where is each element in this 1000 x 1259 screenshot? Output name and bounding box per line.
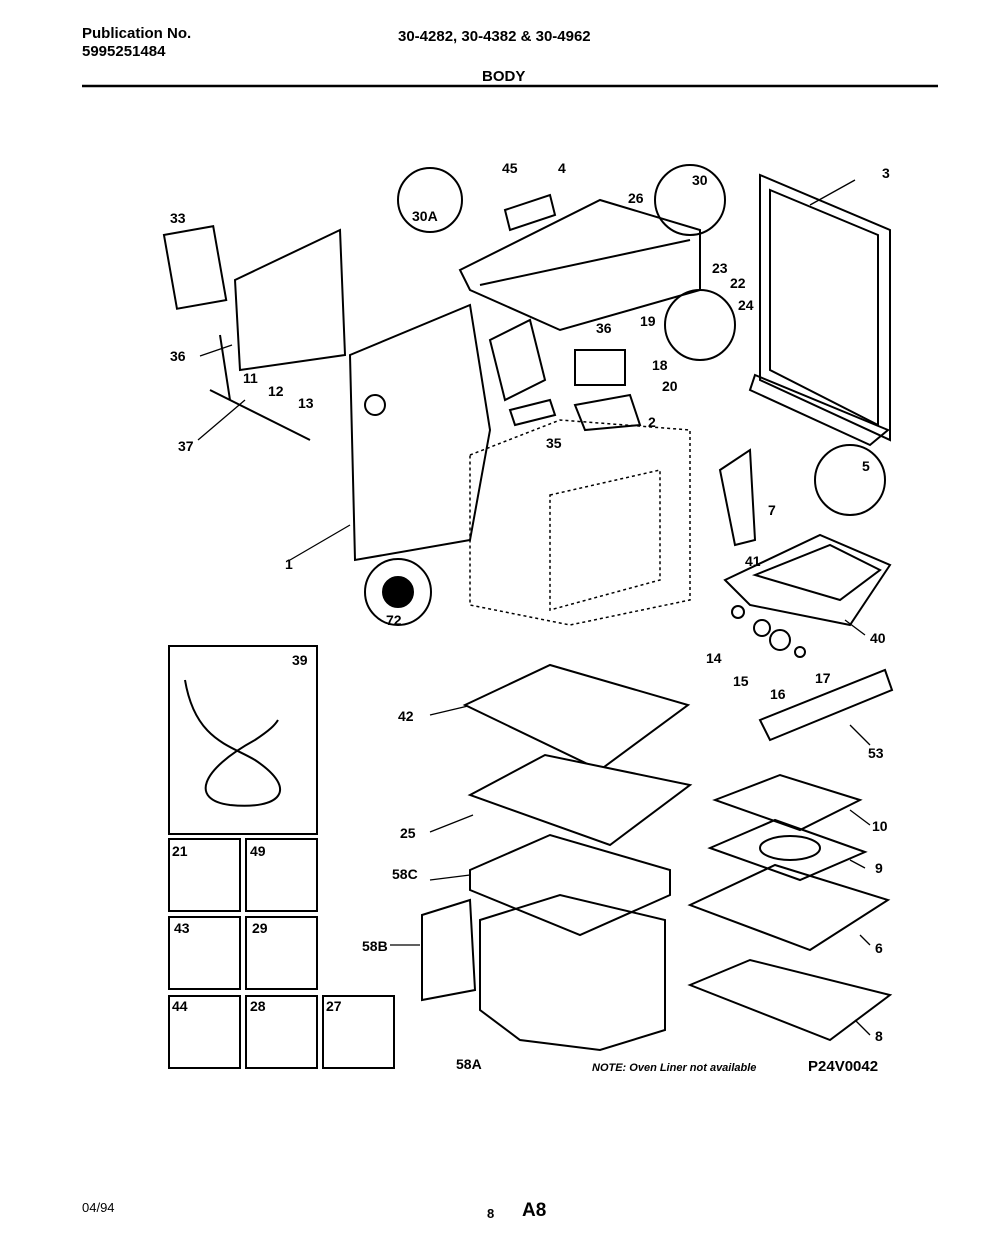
- callout-6: 6: [875, 940, 883, 956]
- footer-page: 8: [487, 1206, 495, 1221]
- callout-1: 1: [285, 556, 293, 572]
- trim-53: [758, 668, 894, 742]
- callout-37: 37: [178, 438, 194, 454]
- power-cord-drawing: [184, 679, 281, 807]
- callout-4: 4: [558, 160, 566, 176]
- callout-58b: 58B: [362, 938, 388, 954]
- callout-29: 29: [252, 920, 268, 936]
- callout-30: 30: [692, 172, 708, 188]
- back-panel: [233, 228, 347, 372]
- callout-9: 9: [875, 860, 883, 876]
- callout-35: 35: [546, 435, 562, 451]
- insulation-58b: [421, 898, 477, 1002]
- broiler-tray-9: [707, 818, 868, 882]
- callout-26: 26: [628, 190, 644, 206]
- inset-box-29: [245, 916, 318, 990]
- detail-circle-23-24: [664, 289, 736, 361]
- callout-19: 19: [640, 313, 656, 329]
- footer-ref: A8: [522, 1200, 547, 1221]
- frame-3: [759, 173, 891, 442]
- inset-box-44: [168, 995, 241, 1069]
- detail-circle-30: [654, 164, 726, 236]
- insulation-58a: [479, 893, 666, 1052]
- broiler-40: [723, 533, 892, 627]
- callout-7: 7: [768, 502, 776, 518]
- control-bracket-38: [488, 318, 547, 402]
- bracket-33: [162, 225, 228, 310]
- callout-36-upper: 36: [596, 320, 612, 336]
- broiler-pan-10: [712, 773, 863, 832]
- callout-24: 24: [738, 297, 754, 313]
- callout-28: 28: [250, 998, 266, 1014]
- callout-2: 2: [648, 414, 656, 430]
- callout-20: 20: [662, 378, 678, 394]
- callout-53: 53: [868, 745, 884, 761]
- callout-22: 22: [730, 275, 746, 291]
- callout-43: 43: [174, 920, 190, 936]
- side-panel-1: [348, 303, 492, 562]
- callout-33: 33: [170, 210, 186, 226]
- inset-box-27: [322, 995, 395, 1069]
- callout-23: 23: [712, 260, 728, 276]
- callout-49: 49: [250, 843, 266, 859]
- callout-15: 15: [733, 673, 749, 689]
- bracket-45: [503, 193, 557, 232]
- callout-13: 13: [298, 395, 314, 411]
- callout-27: 27: [326, 998, 342, 1014]
- callout-14: 14: [706, 650, 722, 666]
- inset-box-21: [168, 838, 241, 912]
- callout-12: 12: [268, 383, 284, 399]
- callout-11: 11: [243, 370, 258, 386]
- figure-code: P24V0042: [808, 1058, 879, 1075]
- oven-rack-6: [687, 863, 891, 952]
- callout-18: 18: [652, 357, 668, 373]
- callout-16: 16: [770, 686, 786, 702]
- callout-3: 3: [882, 165, 890, 181]
- publication-label: Publication No.: [82, 25, 192, 42]
- model-numbers: 30-4282, 30-4382 & 30-4962: [398, 28, 591, 45]
- top-panel: [458, 198, 701, 332]
- callout-17: 17: [815, 670, 831, 686]
- footer-date: 04/94: [82, 1200, 115, 1215]
- callout-42: 42: [398, 708, 414, 724]
- detail-circle-5: [814, 444, 886, 516]
- callout-58c: 58C: [392, 866, 418, 882]
- callout-72: 72: [386, 612, 402, 628]
- callout-39: 39: [292, 652, 308, 668]
- callout-41: 41: [745, 553, 761, 569]
- plate-42: [462, 663, 691, 772]
- callout-45: 45: [502, 160, 518, 176]
- callout-21: 21: [172, 843, 188, 859]
- inset-box-43: [168, 916, 241, 990]
- callout-36-lower: 36: [170, 348, 186, 364]
- plate-25: [467, 753, 693, 847]
- detail-circle-72: [364, 558, 432, 626]
- section-title: BODY: [482, 68, 526, 85]
- publication-number: 5995251484: [82, 43, 166, 60]
- callout-8: 8: [875, 1028, 883, 1044]
- callout-58a: 58A: [456, 1056, 482, 1072]
- callout-5: 5: [862, 458, 870, 474]
- oven-liner-8: [687, 958, 893, 1042]
- inset-box-28: [245, 995, 318, 1069]
- oven-liner-note: NOTE: Oven Liner not available: [592, 1062, 757, 1074]
- insulation-58c: [469, 833, 671, 937]
- inset-box-49: [245, 838, 318, 912]
- callout-10: 10: [872, 818, 888, 834]
- callout-30a: 30A: [412, 208, 438, 224]
- inset-box-39: [168, 645, 318, 835]
- callout-25: 25: [400, 825, 416, 841]
- callout-44: 44: [172, 998, 188, 1014]
- callout-40: 40: [870, 630, 886, 646]
- detail-circle-30a: [397, 167, 463, 233]
